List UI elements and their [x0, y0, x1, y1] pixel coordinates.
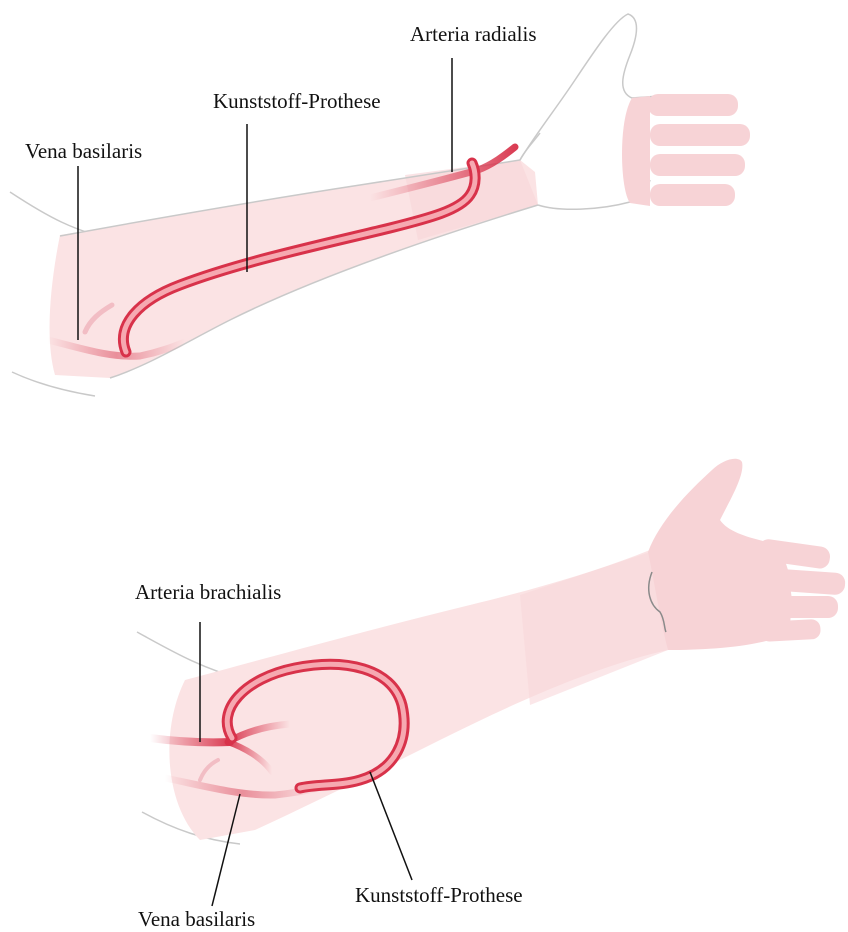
label-vena-basilaris-top: Vena basilaris	[25, 141, 142, 162]
label-arteria-radialis: Arteria radialis	[410, 24, 537, 45]
bottom-forearm-skin-wrist	[520, 552, 668, 705]
top-fingers	[648, 94, 750, 206]
leader-prosthesis-bottom	[370, 772, 412, 880]
label-arteria-brachialis: Arteria brachialis	[135, 582, 281, 603]
label-kunststoff-prothese-bottom: Kunststoff-Prothese	[355, 885, 523, 906]
top-palm	[622, 96, 650, 206]
label-vena-basilaris-bottom: Vena basilaris	[138, 909, 255, 930]
top-forearm-diagram	[10, 14, 750, 396]
label-kunststoff-prothese-top: Kunststoff-Prothese	[213, 91, 381, 112]
bottom-forearm-diagram	[137, 459, 846, 906]
bottom-brachial-artery	[150, 738, 230, 742]
